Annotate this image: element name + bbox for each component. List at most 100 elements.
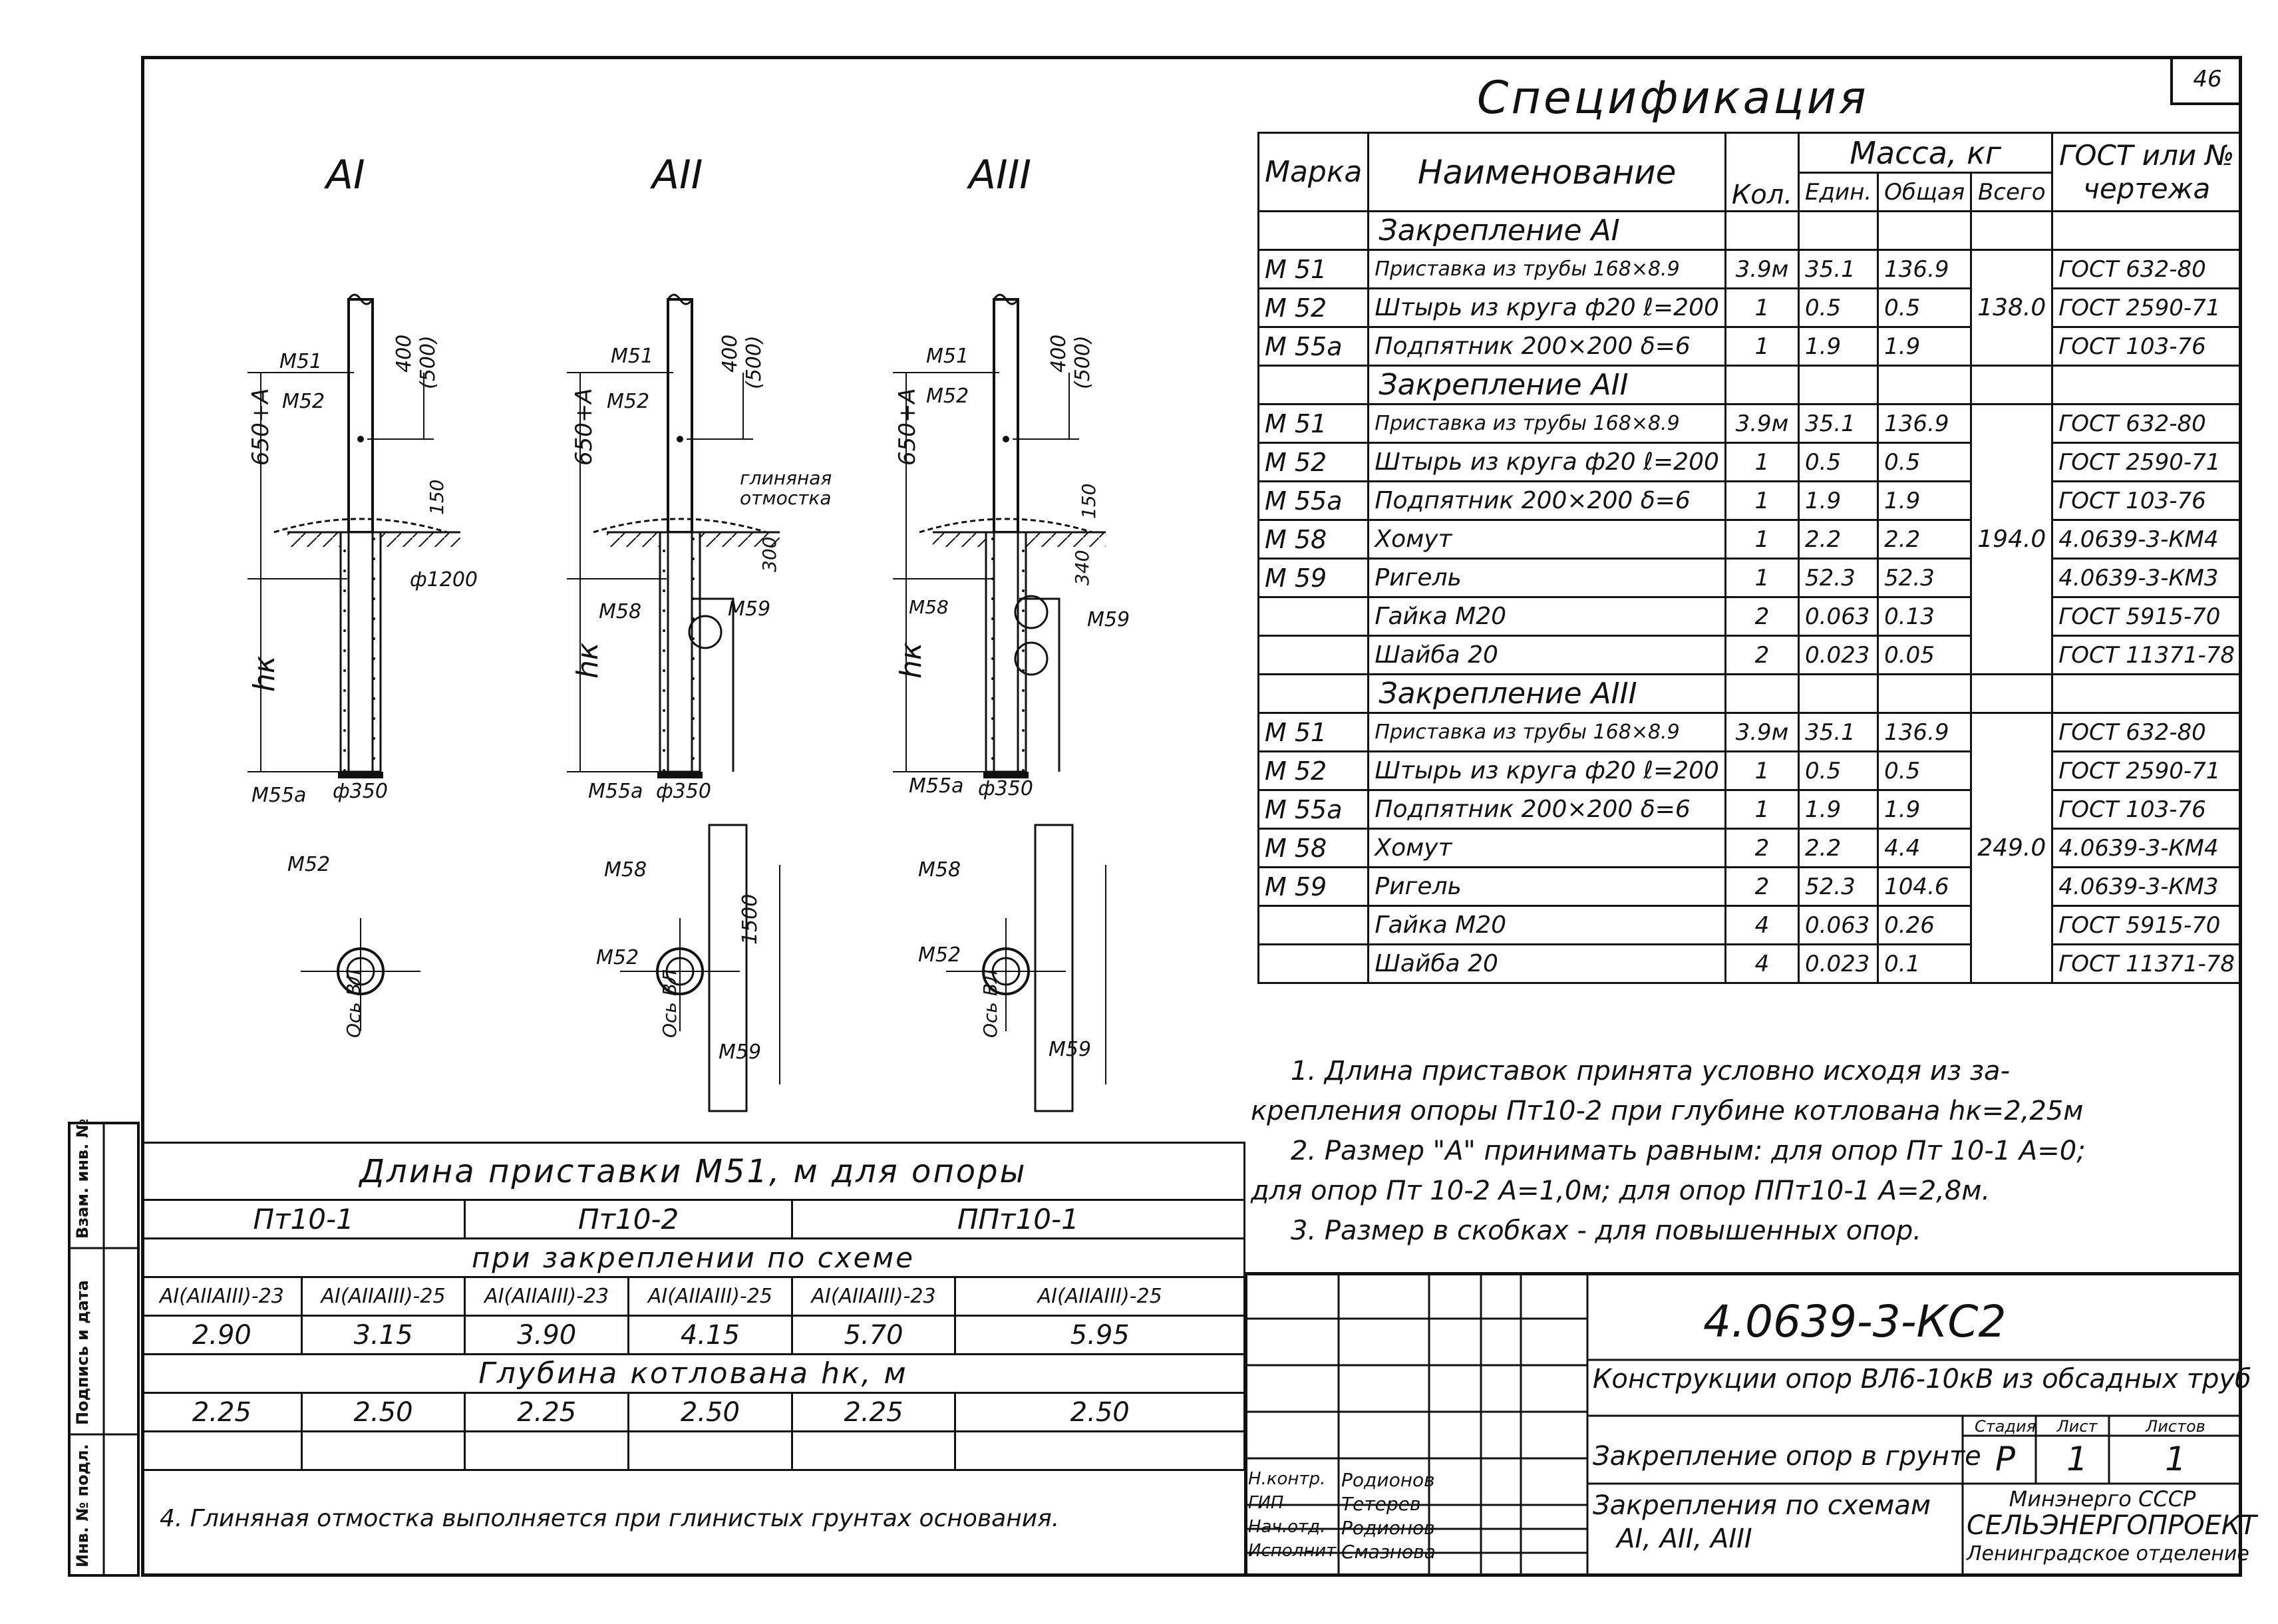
label-m52-a1: M52 — [282, 390, 325, 413]
spec-cell-qty: 4 — [1724, 905, 1800, 945]
label-m51-a2: M51 — [611, 345, 654, 368]
spec-header-mark: Марка — [1257, 132, 1370, 212]
label-m58-plan-a3: M58 — [918, 858, 961, 882]
spec-group-header: Закрепление АI — [1257, 210, 2242, 251]
spec-cell-unit: 0.063 — [1798, 596, 1879, 637]
spec-header-total: Общая — [1877, 172, 1973, 212]
opora-type-1: Пт10-1 — [140, 1199, 466, 1239]
spec-cell-unit: 2.2 — [1798, 519, 1879, 560]
scheme-2-rigel-section — [688, 615, 723, 649]
spec-cell-sum: 136.9 — [1877, 249, 1973, 289]
note-1a: 1. Длина приставок принята условно исход… — [1291, 1056, 2010, 1086]
spec-cell-sum: 1.9 — [1877, 480, 1973, 521]
spec-cell-qty: 3.9м — [1724, 403, 1800, 444]
spec-cell-gost: ГОСТ 2590-71 — [2051, 287, 2242, 328]
spec-group-header: Закрепление АIII — [1257, 673, 2242, 714]
spec-cell-gost: ГОСТ 103-76 — [2051, 480, 2242, 521]
label-m52-plan-a2: M52 — [596, 946, 639, 969]
spec-cell-gost: ГОСТ 11371-78 — [2051, 635, 2242, 675]
label-650-a1: 650+A — [247, 388, 274, 466]
spec-table: Марка Наименование Кол. Масса, кг ГОСТ и… — [1257, 132, 2242, 984]
spec-cell-name: Шайба 20 — [1367, 943, 1726, 984]
scheme-1-pipe — [347, 298, 374, 534]
length-table-cell-schemes: АI(АIIАIII)-23 — [141, 1276, 303, 1317]
spec-cell-sum: 0.5 — [1877, 442, 1973, 482]
spec-cell-sum: 136.9 — [1877, 403, 1973, 444]
sidebar-inv-repl: Взам. инв. № — [73, 1118, 92, 1239]
label-d400-a1: 400 — [393, 334, 416, 373]
length-table-cell-schemes: АI(АIIАIII)-23 — [464, 1276, 630, 1317]
spec-cell-qty: 2 — [1724, 828, 1800, 868]
scheme-1-clay-mound — [273, 518, 448, 534]
scheme-3-rigel-section-2 — [1014, 641, 1049, 676]
spec-cell-mark: М 52 — [1257, 287, 1370, 328]
spec-cell-gost: ГОСТ 2590-71 — [2051, 750, 2242, 791]
length-table-cell-lengths: 4.15 — [627, 1315, 793, 1355]
label-m51-a1: M51 — [279, 350, 323, 373]
spec-cell-unit: 52.3 — [1798, 558, 1879, 598]
sheet-number: 46 — [2170, 56, 2242, 105]
label-axis-a3: Ось ВЛ — [979, 969, 1001, 1038]
spec-cell-unit: 52.3 — [1798, 866, 1879, 907]
note-2a: 2. Размер "А" принимать равным: для опор… — [1291, 1136, 2086, 1166]
spec-cell-gost: ГОСТ 632-80 — [2051, 403, 2242, 444]
spec-cell-unit: 0.023 — [1798, 943, 1879, 984]
spec-cell-sum: 1.9 — [1877, 789, 1973, 830]
spec-cell-unit: 35.1 — [1798, 403, 1879, 444]
scheme-drawings — [247, 293, 1106, 1112]
length-table-cell-lengths: 3.15 — [300, 1315, 466, 1355]
spec-group-header: Закрепление АII — [1257, 365, 2242, 405]
label-m59-a3: M59 — [1087, 608, 1130, 631]
length-table-cell-schemes: АI(АIIАIII)-25 — [954, 1276, 1245, 1317]
stamp-h-sheets: Листов — [2146, 1417, 2205, 1436]
scheme-2-pit-wall — [693, 597, 734, 772]
title-block-grid — [1244, 1272, 2242, 1577]
spec-cell-gost: ГОСТ 11371-78 — [2051, 943, 2242, 984]
length-table-cell-schemes: АI(АIIАIII)-25 — [300, 1276, 466, 1317]
spec-cell-qty: 1 — [1724, 750, 1800, 791]
spec-cell-unit: 1.9 — [1798, 326, 1879, 367]
stamp-person: Родионов — [1341, 1517, 1435, 1539]
length-table-cell-schemes: АI(АIIАIII)-25 — [627, 1276, 793, 1317]
spec-cell-unit: 0.5 — [1798, 442, 1879, 482]
label-d350-a3: ф350 — [978, 777, 1033, 800]
scheme-3-clay-mound — [919, 518, 1093, 534]
scheme-2-pipe-break — [667, 293, 693, 305]
spec-header-name: Наименование — [1367, 132, 1726, 212]
label-m52-plan-a1: M52 — [287, 853, 331, 876]
spec-cell-gost: 4.0639-3-КМ3 — [2051, 558, 2242, 598]
scheme-1-soil-right — [381, 532, 460, 547]
scheme-2-clay-mound — [593, 518, 767, 534]
spec-header-all: Всего — [1970, 172, 2054, 212]
spec-cell-mark — [1257, 596, 1370, 637]
length-table-cell-lengths: 5.95 — [954, 1315, 1245, 1355]
stamp-title-1: Конструкции опор ВЛ6-10кВ из обсадных тр… — [1593, 1364, 2251, 1394]
sidebar-grid — [68, 1122, 140, 1577]
scheme-3-plan-rigel — [1034, 824, 1074, 1112]
spec-cell-sum: 0.1 — [1877, 943, 1973, 984]
length-table-cell-depths: 2.50 — [627, 1392, 793, 1432]
length-table-cell-depths: 2.25 — [141, 1392, 303, 1432]
scheme-2-base-plate — [657, 772, 703, 778]
spec-cell-name: Гайка М20 — [1367, 905, 1726, 945]
spec-cell-sum: 2.2 — [1877, 519, 1973, 560]
length-table-cell-depths: 2.25 — [790, 1392, 957, 1432]
spec-cell-name: Приставка из трубы 168×8.9 — [1367, 249, 1726, 289]
spec-cell-mark: М 51 — [1257, 403, 1370, 444]
scheme-2-pipe-in-ground — [667, 531, 693, 773]
depth-title: Глубина котлована hк, м — [141, 1353, 1245, 1394]
opora-type-2: Пт10-2 — [464, 1199, 793, 1239]
spec-cell-unit: 0.023 — [1798, 635, 1879, 675]
stamp-org-3: Ленинградское отделение — [1967, 1542, 2249, 1565]
spec-cell-unit: 0.5 — [1798, 287, 1879, 328]
note-4: 4. Глиняная отмостка выполняется при гли… — [160, 1505, 1060, 1532]
spec-cell-qty: 4 — [1724, 943, 1800, 984]
spec-cell-unit: 35.1 — [1798, 712, 1879, 752]
label-m58-a2: M58 — [599, 600, 642, 623]
stamp-org-1: Минэнерго СССР — [2009, 1486, 2196, 1512]
